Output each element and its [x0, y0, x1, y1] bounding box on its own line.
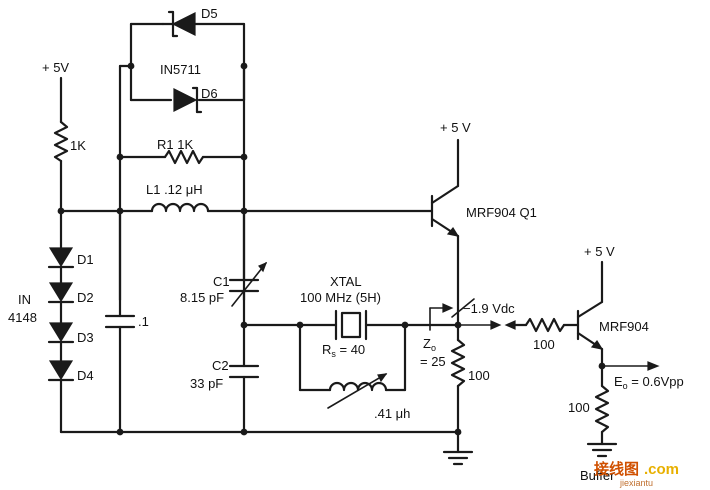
feedback-network: D5 D6 IN5711 R1 1K L1 .12 μH: [57, 6, 434, 302]
d2-label: D2: [77, 290, 94, 305]
buffer-label: Buffer: [580, 468, 615, 483]
supply-left-label: + 5V: [42, 60, 69, 75]
q2-supply-label: + 5 V: [584, 244, 615, 259]
buffer-stage: 100 + 5 V MRF904 Eo = 0.6Vpp 100 Buffer: [504, 244, 684, 483]
diode-d2: [48, 282, 74, 303]
zo-label: Zo: [423, 336, 436, 353]
d4-label: D4: [77, 368, 94, 383]
r100-out-label: 100: [568, 400, 590, 415]
inductor-041uh: [328, 381, 388, 392]
diode-string: [47, 247, 75, 434]
inductor-l1: [150, 202, 210, 213]
c2-label: C2: [212, 358, 229, 373]
watermark-small: jiexiantu: [619, 478, 653, 488]
capacitor-c1: [228, 209, 268, 368]
q2-label: MRF904: [599, 319, 649, 334]
c1-label: C1: [213, 274, 230, 289]
capacitor-0-1: .1: [104, 209, 149, 434]
capacitor-c2: [228, 364, 260, 434]
diode-d6: [173, 86, 203, 114]
r1k-label: 1K: [70, 138, 86, 153]
d5-label: D5: [201, 6, 218, 21]
resistor-100-emitter: [450, 338, 466, 388]
rs-label: Rs = 40: [322, 342, 365, 359]
ground-symbol-q2: [586, 442, 618, 458]
zo-arrow: [429, 303, 454, 331]
watermark-text-1: 接线图: [594, 460, 639, 478]
crystal-xtal: [340, 311, 362, 339]
r100-base-label: 100: [533, 337, 555, 352]
xtal-value: 100 MHz (5H): [300, 290, 381, 305]
q1-supply-label: + 5 V: [440, 120, 471, 135]
crystal-network: [242, 309, 460, 409]
diode-part-label-top: IN: [18, 292, 31, 307]
resistor-r1: [163, 149, 205, 165]
transistor-q1: + 5 V: [430, 120, 471, 342]
r1-label: R1 1K: [157, 137, 193, 152]
resistor-1k: [53, 120, 69, 163]
eo-label: Eo = 0.6Vpp: [614, 374, 684, 391]
diode-d1: [48, 247, 74, 268]
in5711-label: IN5711: [160, 62, 201, 77]
zo-value: = 25: [420, 354, 446, 369]
watermark-text-2: .com: [644, 461, 679, 478]
watermark: 接线图 .com jiexiantu: [594, 460, 679, 488]
q1-label: MRF904 Q1: [466, 205, 537, 220]
c1-value: 8.15 pF: [180, 290, 224, 305]
d1-label: D1: [77, 252, 94, 267]
l041-label: .41 μh: [374, 406, 410, 421]
r100-emitter-label: 100: [468, 368, 490, 383]
resistor-100-base: [524, 317, 566, 333]
resistor-100-out: [594, 384, 610, 434]
diode-d4: [48, 360, 74, 381]
xtal-label: XTAL: [330, 274, 362, 289]
left-supply-branch: + 5V 1K D1 D2 D3 D4 IN 4148: [8, 60, 94, 434]
vdc-label: −1.9 Vdc: [463, 301, 515, 316]
d3-label: D3: [77, 330, 94, 345]
diode-part-label-num: 4148: [8, 310, 37, 325]
diode-d3: [48, 322, 74, 343]
cap-01-label: .1: [138, 314, 149, 329]
diode-d5: [161, 10, 196, 38]
l1-label: L1 .12 μH: [146, 182, 203, 197]
d6-label: D6: [201, 86, 218, 101]
c2-value: 33 pF: [190, 376, 223, 391]
ground-symbol-q1: [442, 430, 474, 466]
